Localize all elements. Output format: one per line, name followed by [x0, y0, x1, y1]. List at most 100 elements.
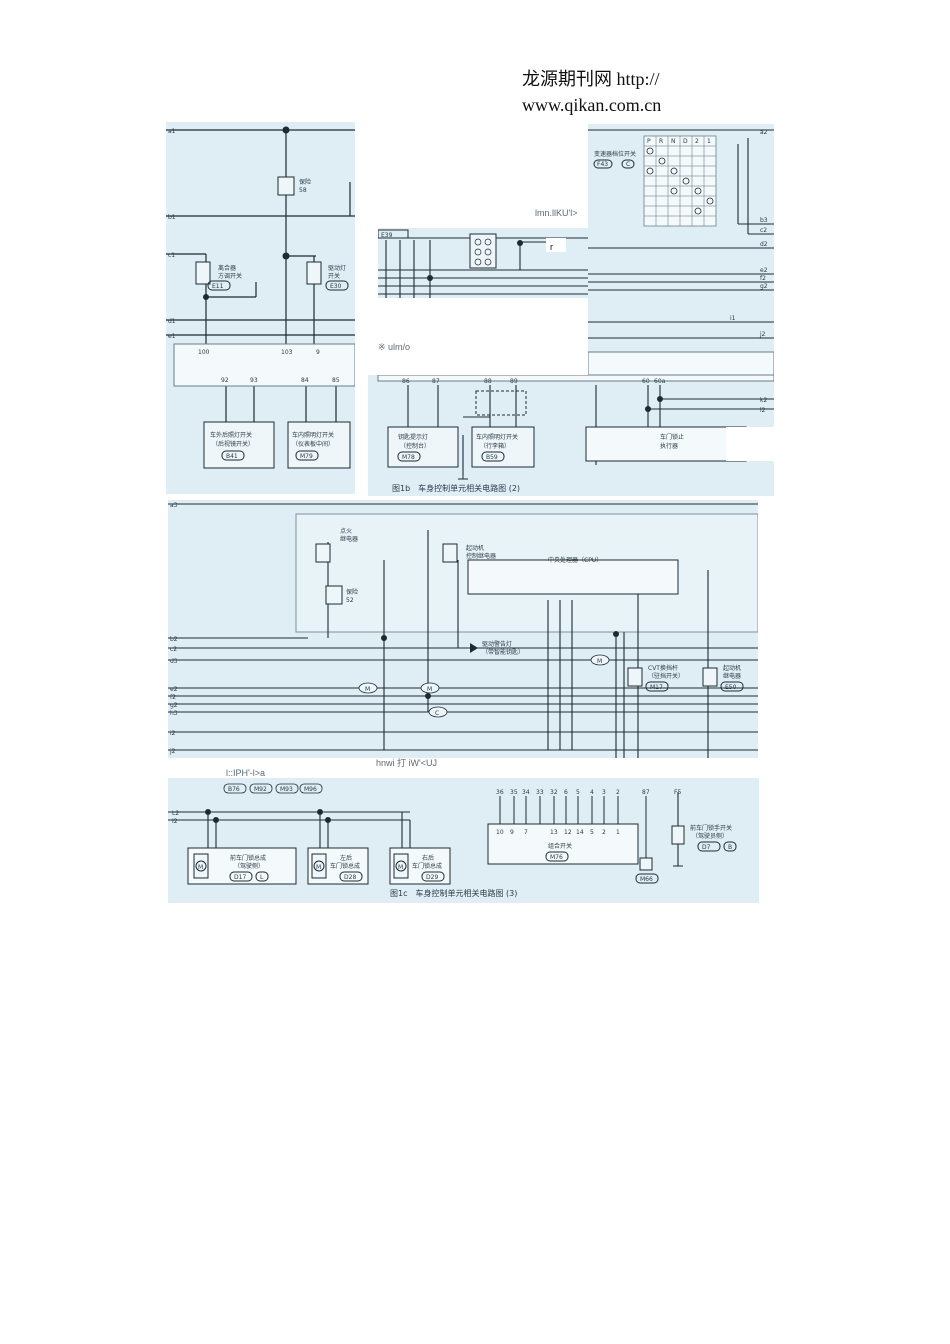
- circuit-figure-4: B76 M92 M93 M96 L2 I2 M 前车门锁总成 （驾驶侧） D17: [168, 778, 759, 903]
- node-m-1: M: [365, 686, 370, 693]
- interior-lamp-switch-sub: （仪表板中间）: [292, 440, 334, 448]
- motor-m-1: M: [198, 864, 203, 871]
- drive-warning-lamp-sub: （带智能钥匙）: [482, 648, 524, 656]
- pin-85: 85: [332, 377, 340, 384]
- pin-103: 103: [281, 349, 293, 356]
- door-lock-actuator-title: 车门锁止: [660, 433, 684, 441]
- drive-lamp-sub: 开关: [328, 272, 340, 280]
- clutch-switch-label: 离合器: [218, 264, 236, 272]
- wire-label-b1: b1: [168, 214, 176, 221]
- figure-1c-caption: 图1c 车身控制单元相关电路图 (3): [390, 888, 517, 898]
- pin-f5: F5: [674, 789, 681, 796]
- rear-mirror-switch-title: 车外后照灯开关: [210, 431, 252, 439]
- circuit-diagram-2-lower: 86 87 88 89 60 60a 钥匙提示灯 （控制台） M78 车内照明灯…: [377, 375, 774, 493]
- pin-35: 35: [510, 789, 518, 796]
- door-lock-actuator-sub: 执行器: [660, 442, 678, 450]
- front-door-lock-code: D17: [234, 874, 246, 881]
- page-header: 龙源期刊网 http:// www.qikan.com.cn: [522, 66, 661, 118]
- fuse-52-code: 52: [346, 597, 354, 604]
- key-reminder-code: M78: [402, 454, 415, 461]
- motor-m-2: M: [316, 864, 321, 871]
- door-switch-code: D7: [702, 844, 711, 851]
- code-b76: B76: [228, 786, 240, 793]
- wire-label-i1: i1: [730, 315, 736, 322]
- ignition-relay-label: 点火: [340, 527, 352, 535]
- pin-86: 86: [402, 378, 410, 385]
- wire-label-i2-bottom: I2: [172, 818, 178, 825]
- wire-label-g2-mid: g2: [170, 702, 178, 709]
- circuit-figure-1: 保险 58 离合器 方调开关 E11 驱动灯 开关 E30 a1 b1 c1 d…: [166, 122, 355, 494]
- marker-r: r: [550, 242, 553, 252]
- pin-b-12: 12: [564, 829, 572, 836]
- gear-col-r: R: [659, 138, 663, 145]
- cpu-label: 中央处理器（CPU）: [548, 556, 602, 564]
- pin-b-14: 14: [576, 829, 584, 836]
- gear-col-p: P: [647, 138, 651, 145]
- gear-col-d: D: [683, 138, 688, 145]
- right-rear-lock-sub: 车门锁总成: [412, 862, 442, 870]
- cvt-lever-code: M17: [650, 684, 663, 691]
- pin-b-7: 7: [524, 829, 528, 836]
- circuit-figure-2-strip: E39 r: [378, 228, 588, 298]
- pin-60a: 60a: [654, 378, 666, 385]
- starter-control-relay-sub: 控制继电器: [466, 552, 496, 560]
- wire-label-e1: e1: [168, 333, 176, 340]
- strip-component-code: E39: [381, 232, 393, 239]
- circuit-diagram-3: 中央处理器（CPU） 点火 继电器 起动机 控制继电器 保险 52 驱动警告灯 …: [168, 502, 758, 758]
- clutch-switch-sub: 方调开关: [218, 272, 242, 280]
- figure-1b-caption: 图1b 车身控制单元相关电路图 (2): [392, 483, 520, 493]
- pin-b-2: 2: [602, 829, 606, 836]
- pin-6: 6: [564, 789, 568, 796]
- circuit-figure-2-lower: 86 87 88 89 60 60a 钥匙提示灯 （控制台） M78 车内照明灯…: [368, 375, 774, 496]
- trunk-lamp-switch-title: 车内照明灯开关: [476, 433, 518, 441]
- pin-b-10: 10: [496, 829, 504, 836]
- front-door-lock-title: 前车门锁总成: [230, 854, 266, 862]
- pin-89: 89: [510, 378, 518, 385]
- pin-32: 32: [550, 789, 558, 796]
- wire-label-b3: b3: [760, 217, 768, 224]
- wire-label-b2-mid: b2: [170, 636, 178, 643]
- starter-control-relay-label: 起动机: [466, 544, 484, 552]
- node-m-3: M: [597, 658, 602, 665]
- wire-label-g2: g2: [760, 283, 768, 290]
- fuse-code: 58: [299, 187, 307, 194]
- rear-mirror-switch-sub: （后视镜开关）: [212, 440, 254, 448]
- pin-100: 100: [198, 349, 210, 356]
- drive-warning-lamp-label: 驱动警告灯: [482, 640, 512, 648]
- left-rear-lock-title: 左后: [340, 854, 352, 862]
- pin-84: 84: [301, 377, 309, 384]
- starter-relay-sub: 继电器: [723, 672, 741, 680]
- key-reminder-sub: （控制台）: [400, 442, 430, 450]
- pin-88: 88: [484, 378, 492, 385]
- header-line-2: www.qikan.com.cn: [522, 95, 662, 115]
- wire-label-l2: L2: [172, 810, 179, 817]
- gear-switch-label: 变速器档位开关: [594, 150, 636, 158]
- pin-60: 60: [642, 378, 650, 385]
- wire-label-f2: f2: [760, 275, 766, 282]
- node-m-2: M: [427, 686, 432, 693]
- key-reminder-title: 钥匙提示灯: [398, 433, 428, 441]
- ocr-noise-top: lmn.llKU'l>: [535, 208, 578, 218]
- pin-b-5: 5: [590, 829, 594, 836]
- right-rear-lock-title: 右后: [422, 854, 434, 862]
- pin-36: 36: [496, 789, 504, 796]
- fuse-52-label: 保险: [346, 588, 358, 596]
- ground-code: M66: [640, 876, 653, 883]
- wire-label-j2-mid: j2: [169, 748, 176, 755]
- code-m93: M93: [280, 786, 293, 793]
- cvt-lever-sub: （驻挡开关）: [648, 672, 684, 680]
- front-door-lock-sub: （驾驶侧）: [234, 862, 264, 870]
- gear-switch-connector: C: [626, 161, 630, 168]
- ocr-noise-mid: ※ ulm/o: [378, 342, 411, 352]
- wire-label-i2: i2: [170, 730, 176, 737]
- door-switch-sub-code: B: [728, 844, 732, 851]
- circuit-figure-3: 中央处理器（CPU） 点火 继电器 起动机 控制继电器 保险 52 驱动警告灯 …: [168, 500, 758, 758]
- rear-mirror-switch-code: B41: [226, 453, 238, 460]
- wire-label-e2-mid: e2: [170, 686, 178, 693]
- pin-3: 3: [602, 789, 606, 796]
- circuit-diagram-1: 保险 58 离合器 方调开关 E11 驱动灯 开关 E30 a1 b1 c1 d…: [166, 126, 355, 469]
- wire-label-f2-mid: f2: [170, 694, 176, 701]
- pin-87-bottom: 87: [642, 789, 650, 796]
- wire-label-d3: d3: [170, 658, 178, 665]
- ignition-relay-sub: 继电器: [340, 535, 358, 543]
